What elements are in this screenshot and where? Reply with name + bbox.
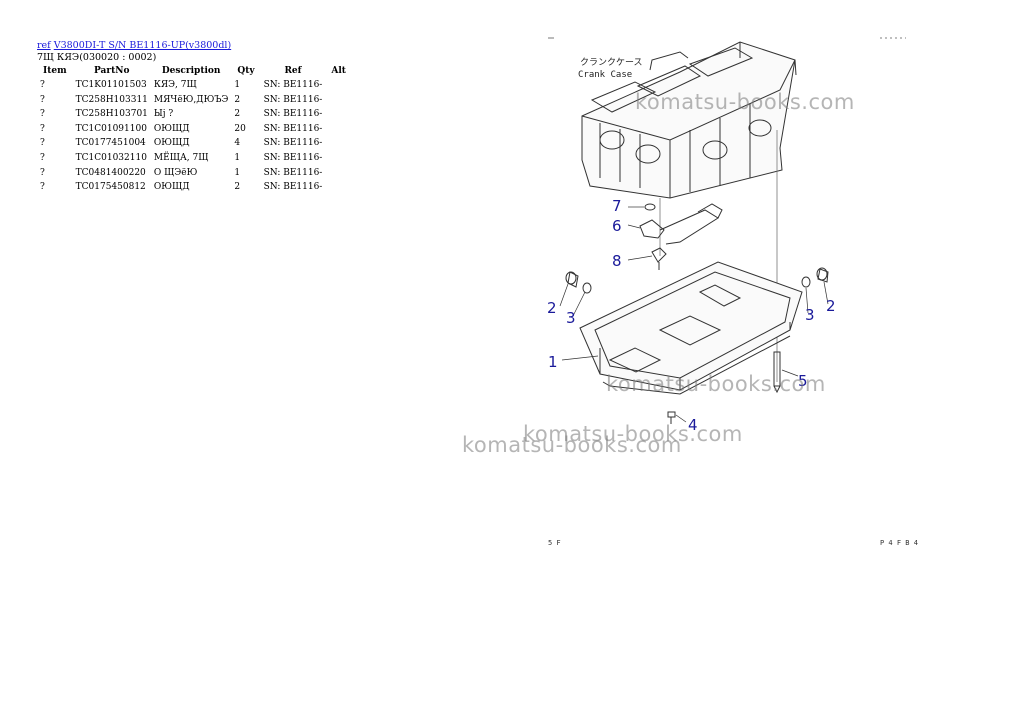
watermark: komatsu-books.com [523, 422, 743, 446]
cell-description: КЯЭ, 7Щ [153, 80, 197, 90]
cell-partno: TC0175450812 [75, 182, 146, 193]
drain-plug-right [801, 267, 829, 288]
cell-item: ? [40, 94, 45, 105]
cell-description: МЯЧёЮ,ДЮЪЭ [153, 94, 229, 105]
table-row: ? TC0175450812 ОЮЩД 2 SN: BE1116- [37, 181, 352, 196]
callout-1: 1 [548, 353, 558, 371]
cell-qty: 1 [234, 167, 241, 178]
cell-qty: 1 [234, 80, 241, 90]
col-qty: Qty [237, 66, 255, 76]
col-ref: Ref [284, 66, 302, 76]
cell-ref: SN: BE1116- [263, 109, 323, 120]
parts-diagram: クランクケース Crank Case [547, 37, 918, 547]
callout-3-left: 3 [566, 309, 576, 327]
cell-description: ОЮЩД [153, 123, 190, 134]
cell-item: ? [40, 80, 45, 90]
cell-ref: SN: BE1116- [263, 123, 323, 134]
caption-japanese: クランクケース [580, 57, 643, 68]
bolt-small [667, 411, 676, 424]
table-row: ? TC1C01032110 МЁЩА, 7Щ 1 SN: BE1116- [37, 152, 352, 167]
table-row: ? TC1C01091100 ОЮЩД 20 SN: BE1116- [37, 123, 352, 138]
cell-alt [325, 137, 352, 152]
cell-ref: SN: BE1116- [263, 152, 323, 163]
cell-alt [325, 181, 352, 196]
cell-alt [325, 79, 352, 94]
cell-alt [325, 167, 352, 182]
watermark: komatsu-books.com [606, 372, 826, 396]
drain-plug-left [565, 271, 592, 294]
table-header-row: Item PartNo Description Qty Ref Alt [37, 66, 352, 79]
table-row: ? TC0481400220 О ЩЭёЮ 1 SN: BE1116- [37, 167, 352, 182]
cell-qty: 2 [234, 182, 241, 193]
callout-7: 7 [612, 197, 622, 215]
cell-item: ? [40, 182, 45, 193]
page-subtitle: 7Щ КЯЭ(030020 : 0002) [37, 52, 157, 63]
table-row: ? TC258H103701 Ыj ? 2 SN: BE1116- [37, 108, 352, 123]
col-item: Item [43, 66, 67, 76]
crank-case-drawing [581, 41, 797, 199]
callout-3-right: 3 [805, 306, 815, 324]
cell-partno: TC258H103311 [75, 94, 148, 105]
cell-qty: 2 [234, 94, 241, 105]
cell-ref: SN: BE1116- [263, 182, 323, 193]
cell-description: О ЩЭёЮ [153, 167, 198, 178]
breadcrumb: ref V3800DI-T S/N BE1116-UP(v3800dl) [37, 39, 231, 52]
cell-ref: SN: BE1116- [263, 167, 323, 178]
cell-qty: 1 [234, 152, 241, 163]
table-row: ? TC258H103311 МЯЧёЮ,ДЮЪЭ 2 SN: BE1116- [37, 94, 352, 109]
col-description: Description [161, 66, 221, 76]
cell-alt [325, 108, 352, 123]
callout-2-left: 2 [547, 299, 557, 317]
oil-pan-drawing [579, 261, 803, 395]
cell-qty: 20 [234, 123, 246, 134]
cell-description: ОЮЩД [153, 138, 190, 149]
cell-partno: TC1K01101503 [75, 80, 147, 90]
col-alt: Alt [331, 66, 346, 76]
cell-alt [325, 152, 352, 167]
callout-5: 5 [798, 372, 808, 390]
cell-qty: 4 [234, 138, 241, 149]
cell-partno: TC1C01032110 [75, 152, 147, 163]
table-row: ? TC0177451004 ОЮЩД 4 SN: BE1116- [37, 137, 352, 152]
cell-item: ? [40, 109, 45, 120]
cell-item: ? [40, 152, 45, 163]
cell-qty: 2 [234, 109, 241, 120]
cell-alt [325, 94, 352, 109]
cell-description: МЁЩА, 7Щ [153, 152, 209, 163]
callout-leaders [559, 206, 829, 423]
cell-partno: TC1C01091100 [75, 123, 147, 134]
cell-description: ОЮЩД [153, 182, 190, 193]
cell-item: ? [40, 167, 45, 178]
callout-2-right: 2 [826, 297, 836, 315]
cell-ref: SN: BE1116- [263, 80, 323, 90]
col-partno: PartNo [94, 66, 130, 76]
cell-item: ? [40, 138, 45, 149]
cell-ref: SN: BE1116- [263, 94, 323, 105]
watermark: komatsu-books.com [635, 90, 855, 114]
cell-partno: TC0481400220 [75, 167, 146, 178]
callout-8: 8 [612, 252, 622, 270]
stud-bolt [773, 351, 781, 394]
cell-partno: TC258H103701 [75, 109, 148, 120]
model-link[interactable]: V3800DI-T S/N BE1116-UP(v3800dl) [53, 40, 232, 51]
cell-item: ? [40, 123, 45, 134]
caption-english: Crank Case [578, 70, 632, 80]
cell-partno: TC0177451004 [75, 138, 146, 149]
strainer-drawing [639, 203, 723, 270]
corner-code-left: 5 F [548, 539, 561, 547]
ref-link[interactable]: ref [37, 40, 51, 51]
callout-6: 6 [612, 217, 622, 235]
cell-alt [325, 123, 352, 138]
parts-table: Item PartNo Description Qty Ref Alt ? TC… [37, 66, 352, 196]
cell-ref: SN: BE1116- [263, 138, 323, 149]
cell-description: Ыj ? [153, 109, 174, 120]
corner-code-right: P 4 F B 4 [880, 539, 918, 547]
watermark: komatsu-books.com [462, 433, 682, 457]
callout-4: 4 [688, 416, 698, 434]
table-row: ? TC1K01101503 КЯЭ, 7Щ 1 SN: BE1116- [37, 79, 352, 94]
